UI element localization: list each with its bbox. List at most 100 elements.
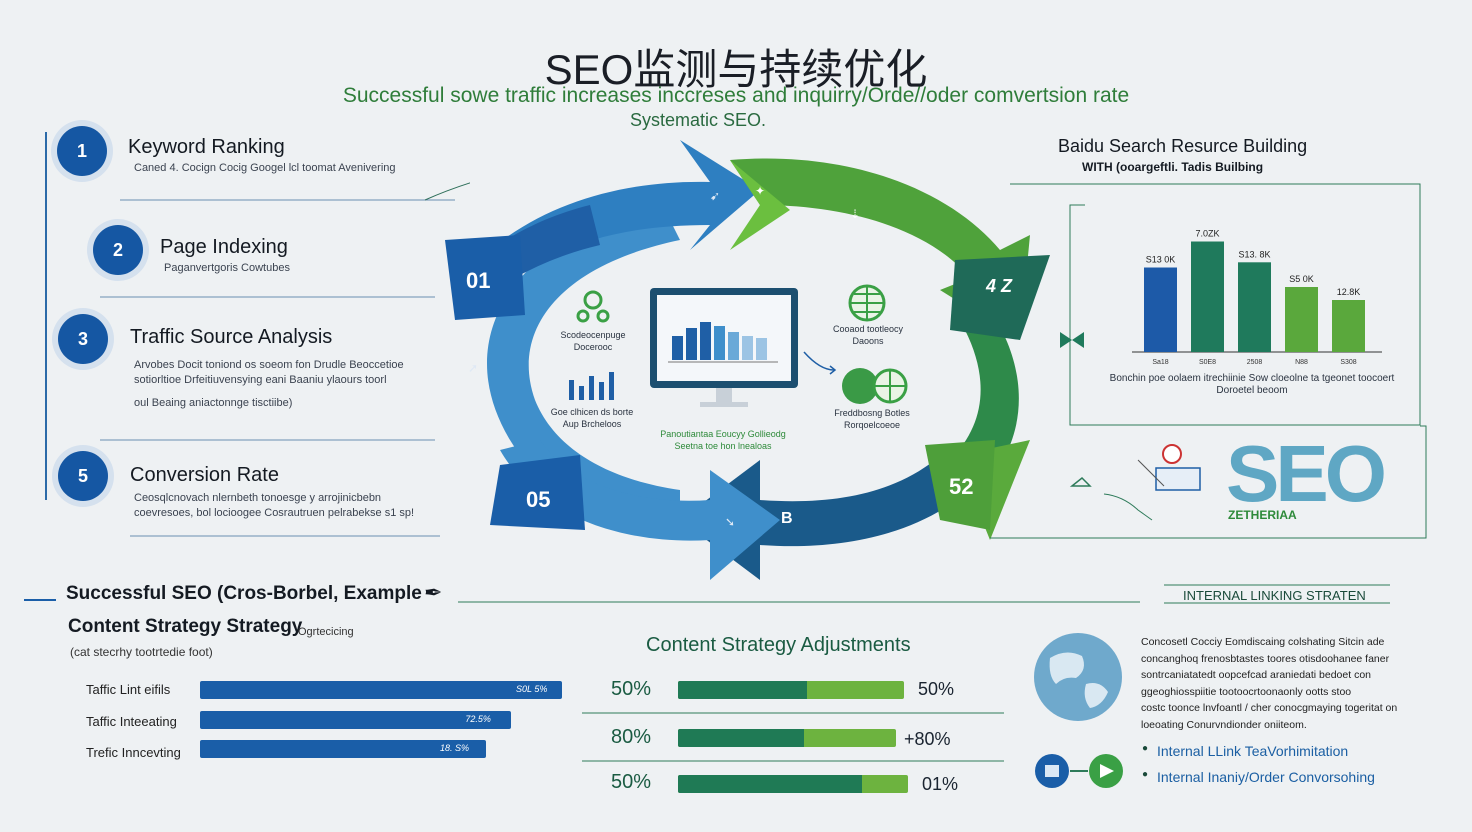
step-1-title: Keyword Ranking (128, 136, 285, 158)
loop-box-52 (925, 440, 995, 530)
step-5-badge: 5 (58, 451, 108, 501)
chart-bar-5 (1332, 300, 1365, 352)
step-3-badge: 3 (58, 314, 108, 364)
strategy-row-3-fill (678, 775, 862, 793)
globe-icon (1034, 633, 1122, 721)
seo-logo-text: SEO (1226, 429, 1387, 518)
traffic-bar-1 (200, 681, 562, 699)
svg-text:➹: ➹ (710, 189, 720, 203)
loop-label-4z: 4 Z (986, 276, 1013, 296)
chart-category-2: S0E8 (1199, 359, 1216, 366)
example-divider (24, 599, 1140, 603)
chart-bar-label-2: 7.0ZK (1195, 229, 1219, 239)
step-2-badge: 2 (93, 225, 143, 275)
chart-bar-label-1: S13 0K (1146, 255, 1176, 265)
example-note: (cat stecrhy tootrtedie foot) (70, 645, 213, 659)
chart-bar-label-5: 12.8K (1337, 287, 1361, 297)
step-2-desc: Paganvertgoris Cowtubes (164, 262, 290, 274)
strategy-row-2-left: 80% (611, 726, 652, 748)
step-1-badge: 1 (57, 126, 107, 176)
center-item-2-label: Goe clhicen ds borte Aup Brcheloos (550, 407, 634, 429)
center-item-1-label: Scodeocenpuge Docerooc (560, 330, 626, 352)
steps-connector-lines (45, 132, 470, 537)
strategy-row-3-right: 01% (922, 774, 959, 794)
svg-text:➚: ➚ (468, 361, 478, 375)
page-tagline: Systematic SEO. (629, 110, 767, 130)
strategy-row-1-bar (678, 681, 904, 699)
chart-bar-label-3: S13. 8K (1238, 249, 1270, 259)
chart-category-3: 2508 (1247, 359, 1263, 366)
loop-label-01: 01 (466, 268, 491, 293)
step-3-desc-note: oul Beaing aniactonnge tisctiibe) (134, 397, 293, 409)
globe-grid-icon (848, 284, 886, 322)
content-strategy-dividers (582, 712, 1004, 762)
bullet-icon-2: ● (1142, 769, 1149, 780)
chart-category-1: Sa18 (1152, 359, 1168, 366)
network-icon (576, 290, 610, 323)
loop-arrow-bottom-right (680, 460, 970, 580)
page-title: SEO监测与持续优化 (544, 46, 928, 93)
bullet-icon-1: ● (1142, 743, 1149, 754)
resource-bar-chart: S13 0K Sa18 7.0ZK S0E8 S13. 8K 2508 S5 0K N88 12… (1132, 229, 1382, 366)
internal-link-item-2: Internal Inaniy/Order Convorsohing (1157, 769, 1375, 785)
pin-icon: ✒ (424, 580, 443, 605)
traffic-bar-2-label: Taffic Inteeating (86, 714, 177, 729)
chart-bar-2 (1191, 241, 1224, 352)
step-3-title: Traffic Source Analysis (130, 326, 333, 348)
right-panel-frame (990, 183, 1427, 539)
chart-bar-1 (1144, 267, 1177, 352)
traffic-bar-2 (200, 711, 512, 729)
step-5-desc: Ceosqlcnovach nlernbeth tonoesge y arroj… (134, 492, 415, 519)
chart-category-4: N88 (1295, 359, 1308, 366)
step-1-desc: Caned 4. Cocign Cocig Googel lcl toomat … (134, 162, 396, 174)
center-item-4-label: Freddbosng Botles Rorqoelcoeoe (834, 408, 910, 430)
example-subheading-note: Ogrtecicing (298, 626, 354, 638)
internal-linking-title: INTERNAL LINKING STRATEN (1183, 588, 1366, 603)
internal-linking-frame (1164, 584, 1390, 604)
traffic-bar-1-label: Taffic Lint eifils (86, 682, 171, 697)
strategy-row-1-left: 50% (611, 678, 652, 700)
step-2-title: Page Indexing (160, 236, 288, 258)
center-caption: Panoutiantaa Eoucyy Gollieodg Seetna toe… (660, 429, 786, 451)
strategy-row-2-right: +80% (904, 729, 951, 749)
internal-link-item-1: Internal LLink TeaVorhimitation (1157, 743, 1349, 759)
traffic-bar-2-value: 72.5% (465, 714, 491, 724)
internal-linking-desc: Concosetl Cocciy Eomdiscaing colshating … (1141, 636, 1398, 731)
chart-bar-4 (1285, 287, 1318, 352)
step-3-desc: Arvobes Docit toniond os soeom fon Drudl… (134, 359, 404, 386)
center-item-3-label: Cooaod tootleocy Daoons (832, 324, 904, 346)
traffic-bar-1-value: S0L 5% (516, 684, 548, 694)
strategy-row-3-left: 50% (611, 771, 652, 793)
strategy-row-1-right: 50% (918, 679, 955, 699)
page-subtitle: Successful sowe traffic increases inccre… (342, 84, 1130, 107)
right-panel-title: Baidu Search Resurce Building (1058, 136, 1308, 156)
chart-category-5: S308 (1340, 359, 1356, 366)
step-5-title: Conversion Rate (130, 464, 279, 486)
svg-text:➘: ➘ (725, 515, 735, 529)
strategy-row-2-bar (678, 729, 896, 747)
globe-pair-icon (842, 368, 908, 404)
content-strategy-title: Content Strategy Adjustments (646, 634, 911, 656)
loop-label-b: B (781, 510, 793, 527)
curved-arrow-icon (803, 351, 837, 375)
link-flow-icon (1035, 754, 1123, 788)
bar-chart-icon (569, 372, 614, 400)
loop-box-01 (445, 235, 525, 320)
doodle-icons (1069, 444, 1201, 521)
chart-bar-3 (1238, 262, 1271, 352)
loop-label-05: 05 (526, 487, 551, 512)
seo-logo-sub: ZETHERIAA (1228, 508, 1297, 522)
traffic-bar-3-label: Trefic Inncevting (86, 745, 181, 760)
svg-text:✦: ✦ (755, 184, 765, 198)
chart-bar-label-4: S5 0K (1289, 274, 1314, 284)
right-panel-subtitle: WITH (ooargeftli. Tadis Builbing (1082, 160, 1264, 174)
svg-text:⇣: ⇣ (850, 207, 860, 221)
monitor-icon (650, 288, 798, 407)
example-subheading: Content Strategy Strategy (68, 616, 303, 637)
traffic-bar-3-value: 18. S% (439, 743, 469, 753)
traffic-bar-3 (200, 740, 486, 758)
right-panel-caption: Bonchin poe oolaem itrechiinie Sow cloeo… (1109, 373, 1395, 396)
strategy-row-1-fill (678, 681, 807, 699)
loop-box-4z (950, 255, 1050, 340)
example-heading: Successful SEO (Cros-Borbel, Example (66, 583, 422, 604)
